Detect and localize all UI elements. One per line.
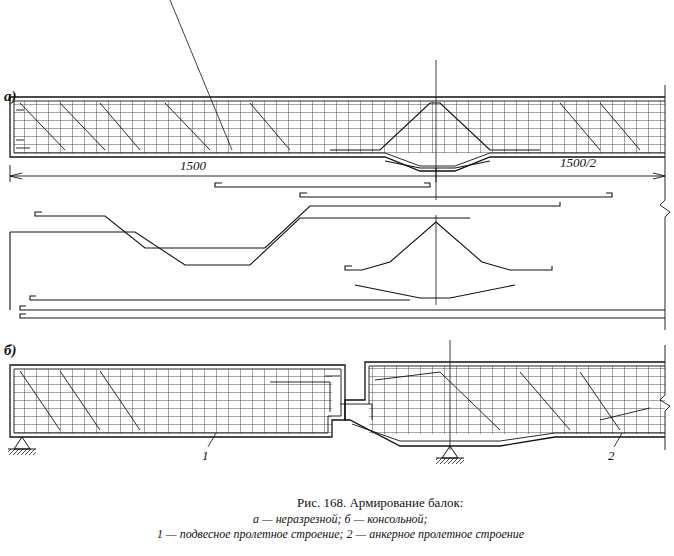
bar-schedule <box>10 183 665 318</box>
callout-leader <box>614 433 622 447</box>
callout-leader <box>208 433 216 447</box>
caption-legend: а — неразрезной; б — консольной; <box>253 513 428 527</box>
suspended-span <box>10 365 345 437</box>
callout-number: а) <box>4 88 17 105</box>
caption-legend: 1 — подвесное пролетное строение; 2 — ан… <box>157 528 524 542</box>
figure-caption: Рис. 168. Армирование балок: <box>297 496 463 511</box>
callout-number: 2 <box>608 449 615 464</box>
callout-number: б) <box>4 342 16 359</box>
break-line <box>660 85 670 450</box>
support-symbol <box>8 437 464 464</box>
dimension-label: 1500/2 <box>560 156 596 171</box>
callout-number: 1 <box>202 449 209 464</box>
anchor-span <box>340 340 665 450</box>
dimension-label: 1500 <box>180 159 206 174</box>
continuous-beam <box>10 60 665 200</box>
